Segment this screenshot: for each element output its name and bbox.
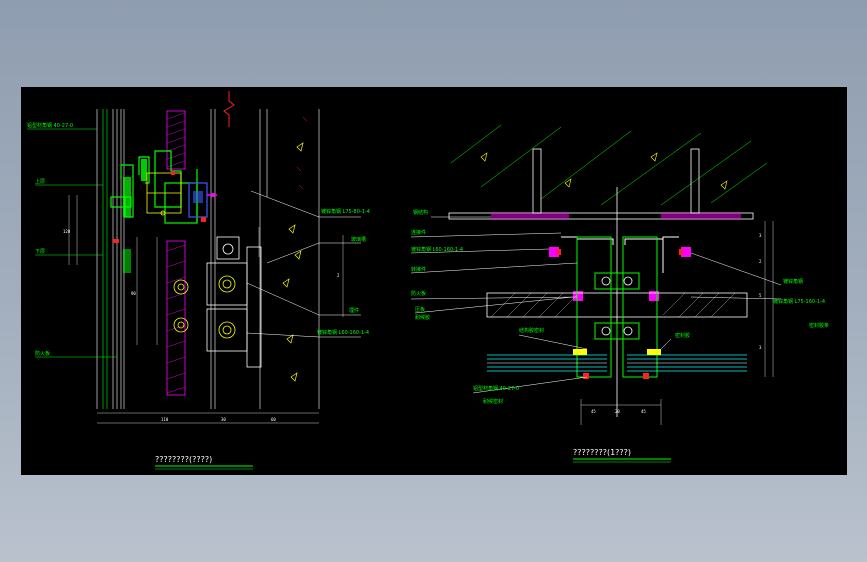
right-label-l1: 钢结构	[413, 209, 428, 216]
right-label-l9: 铝型材角钢 40-27-0	[473, 385, 519, 392]
right-label-l7: 结构胶密封	[519, 327, 544, 334]
left-title: ????????(????)	[155, 455, 212, 464]
left-section-detail: 120 90 2 110 30 60 铝型材角钢 40-27-0 上层 下层 防…	[27, 91, 370, 470]
left-label-r4: 镀锌角钢 L60-160-1-4	[317, 329, 369, 336]
right-label-l6: 压板	[415, 306, 425, 313]
svg-text:90: 90	[131, 291, 136, 296]
right-label-r2: 镀锌角钢 L75-160-1-4	[773, 298, 825, 305]
left-label-fire: 防火板	[35, 350, 50, 357]
right-plan-detail: 3 2 5 3 45 20 45 钢结构 连接件 镀锌角钢 L60-160-1	[410, 124, 829, 463]
cad-drawing: 120 90 2 110 30 60 铝型材角钢 40-27-0 上层 下层 防…	[27, 91, 829, 470]
right-label-l4: 转接件	[411, 266, 426, 273]
svg-text:3: 3	[759, 345, 762, 350]
left-label-top: 铝型材角钢 40-27-0	[27, 122, 73, 129]
svg-text:60: 60	[271, 417, 276, 422]
svg-text:2: 2	[337, 273, 340, 278]
right-label-l3: 镀锌角钢 L60-160-1-4	[411, 246, 463, 253]
right-label-r1: 镀锌角钢	[783, 278, 803, 285]
svg-text:20: 20	[615, 409, 620, 414]
left-label-r2: 玻璃槽	[351, 236, 366, 243]
right-label-r3: 密封胶条	[809, 322, 829, 329]
left-label-upper: 上层	[35, 178, 45, 185]
svg-text:3: 3	[759, 233, 762, 238]
svg-text:45: 45	[591, 409, 596, 414]
svg-text:45: 45	[641, 409, 646, 414]
right-label-l2: 连接件	[411, 229, 426, 236]
right-label-l10: 耐候密封	[483, 398, 503, 405]
left-label-r1: 镀锌角钢 L75-80-1-4	[321, 208, 370, 215]
right-label-l8: 耐候胶	[415, 314, 430, 321]
left-label-lower: 下层	[35, 249, 45, 255]
cad-drawing-canvas[interactable]: 120 90 2 110 30 60 铝型材角钢 40-27-0 上层 下层 防…	[21, 87, 847, 475]
svg-text:5: 5	[759, 293, 762, 298]
right-title: ????????(1???)	[573, 448, 631, 457]
svg-text:30: 30	[221, 417, 226, 422]
svg-text:120: 120	[63, 229, 71, 234]
svg-text:110: 110	[161, 417, 169, 422]
right-label-l5: 防火板	[411, 290, 426, 297]
left-label-r3: 埋件	[349, 307, 359, 314]
right-label-r4: 密封胶	[675, 332, 690, 339]
svg-text:2: 2	[759, 259, 762, 264]
